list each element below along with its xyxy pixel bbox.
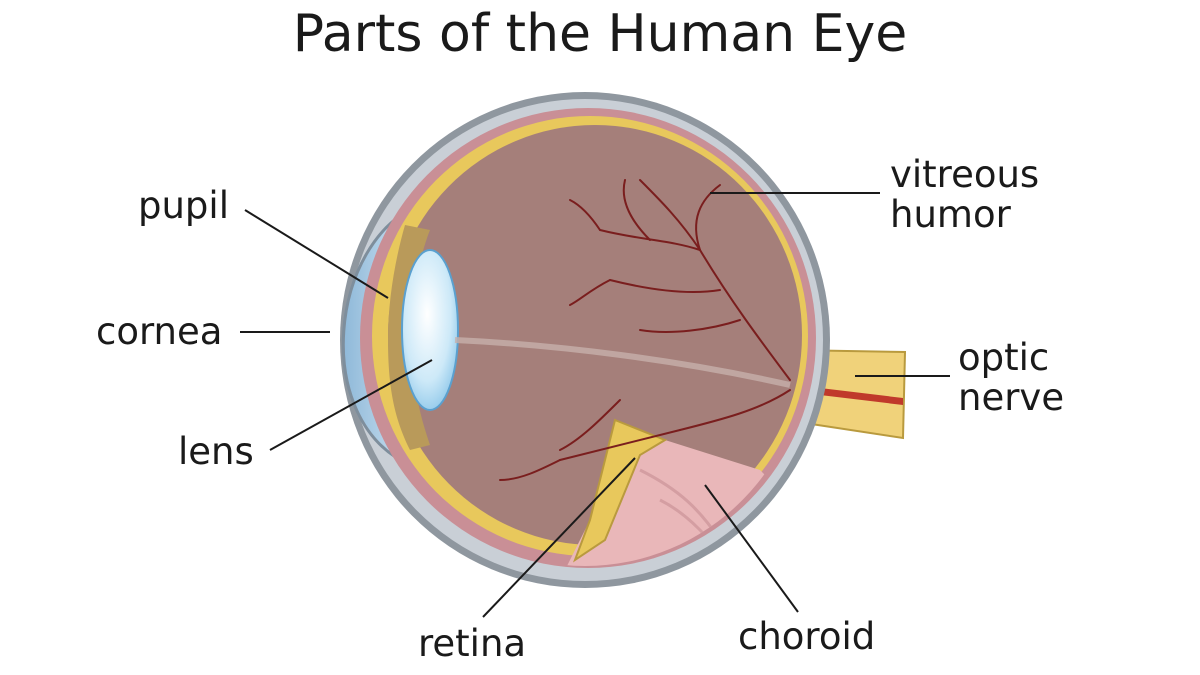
label-vitreous-line1: vitreous [890, 153, 1040, 196]
lens [401, 249, 459, 411]
label-cornea: cornea [96, 310, 223, 353]
label-optic-line1: optic [958, 336, 1050, 379]
blood-vessels [499, 179, 791, 481]
vitreous-body [388, 125, 802, 545]
label-retina: retina [418, 622, 527, 665]
label-lens: lens [178, 430, 254, 473]
lens-leader [269, 359, 433, 451]
leader-lines [240, 192, 950, 618]
label-vitreous-line2: humor [890, 193, 1011, 236]
retina-leader [482, 457, 636, 618]
choroid-leader [704, 484, 799, 613]
label-choroid: choroid [738, 615, 876, 658]
pupil-leader [244, 209, 389, 299]
page-title: Parts of the Human Eye [292, 4, 908, 64]
label-vitreous-humor: vitreous humor [890, 155, 1039, 235]
label-optic-line2: nerve [958, 376, 1065, 419]
label-pupil: pupil [138, 184, 229, 227]
label-optic-nerve: optic nerve [958, 338, 1064, 418]
